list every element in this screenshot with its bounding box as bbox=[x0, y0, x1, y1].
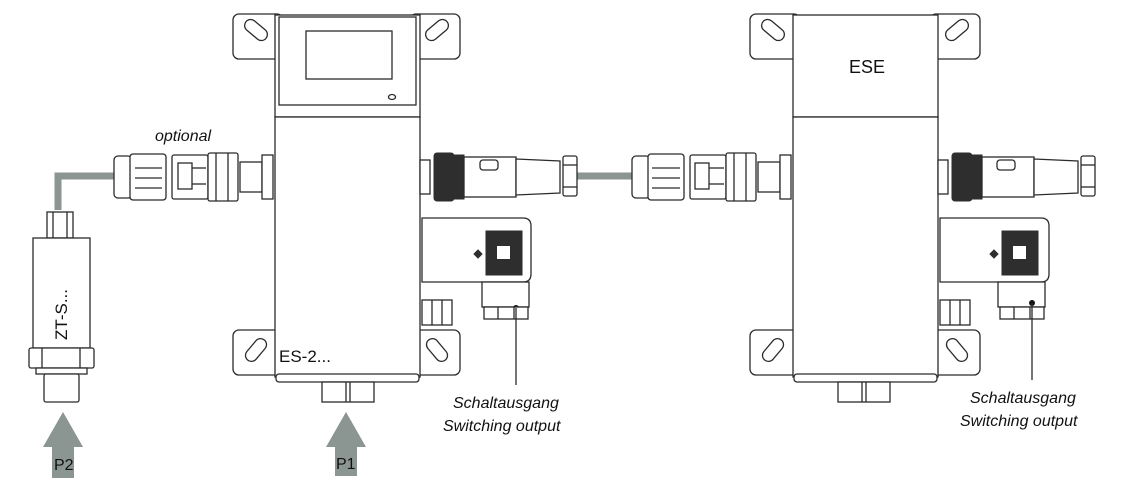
callout-ese-line2: Switching output bbox=[960, 413, 1078, 430]
pressure-sensor-zt-s bbox=[28, 211, 95, 403]
optional-label: optional bbox=[155, 128, 211, 145]
extension-unit-ese bbox=[749, 13, 981, 403]
main-unit-switching-output-plug bbox=[421, 217, 532, 326]
main-unit-es-2 bbox=[232, 13, 461, 403]
callout-main-line1: Schaltausgang bbox=[453, 395, 559, 412]
main-unit-model-label: ES-2... bbox=[279, 347, 331, 366]
callout-main-line2: Switching output bbox=[443, 418, 561, 435]
pressure-label-p1: P1 bbox=[336, 456, 356, 473]
ese-input-connector bbox=[631, 152, 792, 202]
main-unit-m12-connector bbox=[419, 152, 578, 202]
sensor-model-label: ZT-S... bbox=[52, 289, 71, 340]
extension-unit-model-label: ESE bbox=[849, 57, 885, 77]
sensor-cable bbox=[54, 172, 115, 210]
ese-m12-connector bbox=[937, 152, 1096, 202]
ese-switching-output-plug bbox=[939, 217, 1050, 326]
callout-ese-line1: Schaltausgang bbox=[970, 390, 1076, 407]
display-window bbox=[305, 30, 393, 80]
pressure-label-p2: P2 bbox=[54, 457, 74, 474]
optional-connector bbox=[113, 152, 274, 202]
pressure-arrow-p2 bbox=[43, 412, 83, 478]
pressure-arrow-p1 bbox=[326, 412, 366, 476]
